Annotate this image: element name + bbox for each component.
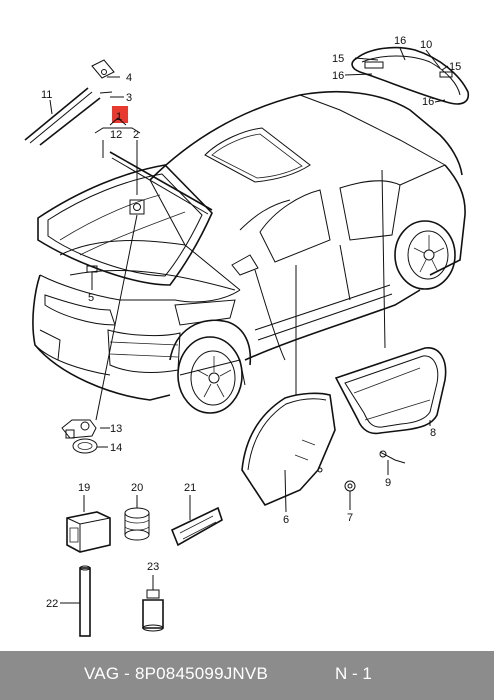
front-wheel [177, 336, 243, 414]
callout-7: 7 [347, 512, 353, 524]
quarter-glass-8 [334, 347, 447, 435]
callout-2: 2 [133, 129, 139, 141]
callout-14: 14 [110, 442, 122, 454]
callout-3: 3 [126, 92, 132, 104]
part-number-bar: VAG - 8P0845099JNVB N - 1 [0, 651, 494, 700]
box-19 [66, 511, 111, 553]
callout-13: 13 [110, 423, 122, 435]
car-illustration [32, 90, 466, 414]
callout-8: 8 [430, 427, 436, 439]
callout-22: 22 [46, 598, 58, 610]
callout-4: 4 [126, 72, 132, 84]
leader-lines [49, 47, 449, 604]
roll-20 [124, 507, 150, 541]
callout-16c: 16 [422, 96, 434, 108]
rear-glass-10 [351, 46, 470, 105]
highlight-marker [112, 106, 128, 123]
callout-6: 6 [283, 514, 289, 526]
clip-4 [91, 59, 115, 79]
fastener-9 [379, 450, 406, 464]
windshield-part [37, 164, 213, 286]
callout-23: 23 [147, 561, 159, 573]
callout-11: 11 [41, 89, 52, 101]
callout-1: 1 [116, 111, 122, 123]
rear-wheel [394, 220, 456, 290]
callout-10: 10 [420, 39, 432, 51]
callout-9: 9 [385, 477, 391, 489]
callout-16b: 16 [332, 70, 344, 82]
pad-14 [72, 438, 98, 454]
callout-21: 21 [184, 482, 196, 494]
callout-15b: 15 [449, 61, 461, 73]
trim-strip-11 [24, 87, 101, 146]
callout-16a: 16 [394, 35, 406, 47]
callout-5: 5 [88, 292, 94, 304]
callout-19: 19 [78, 482, 90, 494]
strip-21 [170, 506, 223, 547]
upper-seal [109, 151, 213, 215]
part-number: VAG - 8P0845099JNVB [84, 664, 268, 683]
callout-15a: 15 [332, 53, 344, 65]
callout-labels: 1 2 3 4 5 6 7 8 9 10 11 12 13 14 15 15 1… [41, 35, 461, 610]
door-glass-6 [241, 392, 336, 506]
quantity: N - 1 [335, 664, 372, 683]
bracket-12 [94, 127, 141, 134]
clip-3 [99, 91, 113, 94]
bottle-23 [142, 589, 164, 632]
sensor-13 [61, 419, 97, 439]
cartridge-22 [79, 565, 91, 637]
callout-20: 20 [131, 482, 143, 494]
callout-12: 12 [110, 129, 122, 141]
